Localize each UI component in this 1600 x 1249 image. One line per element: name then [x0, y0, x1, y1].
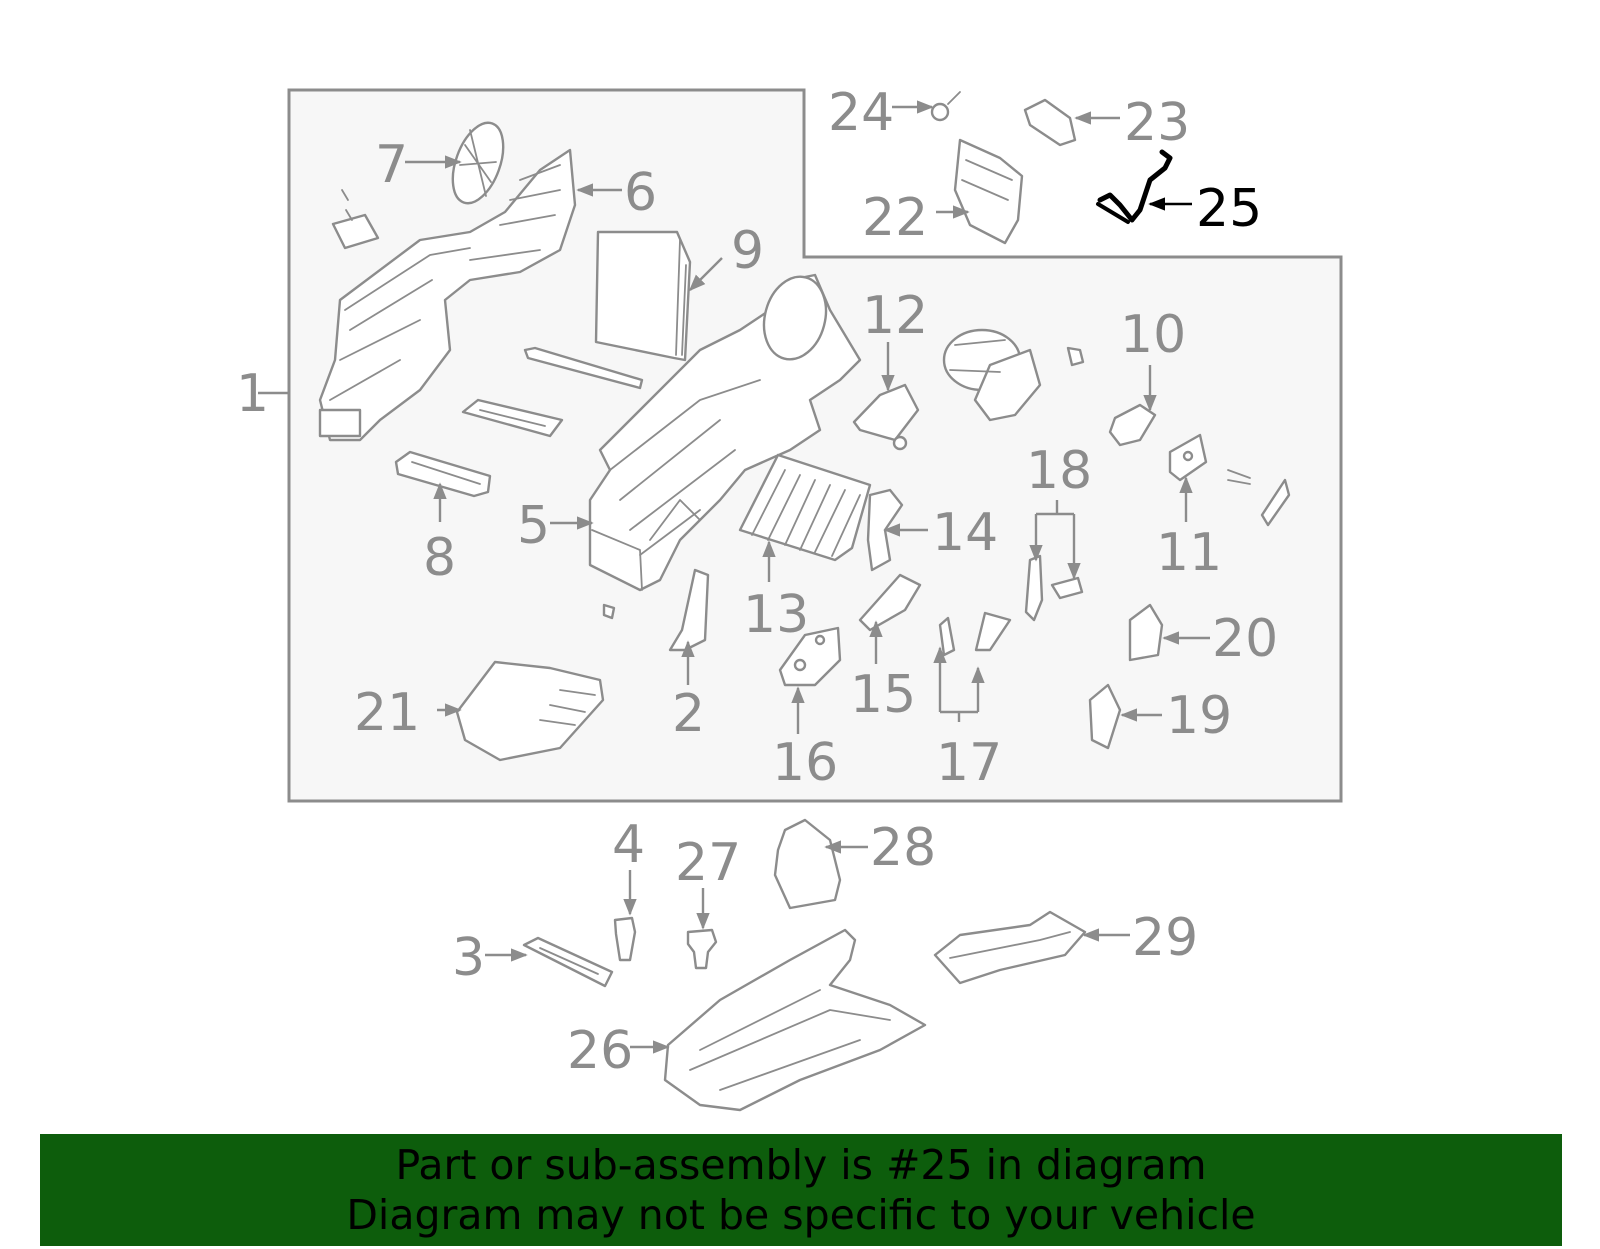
- part-actuator-small: [331, 189, 380, 250]
- callout-1: 1: [236, 364, 269, 424]
- callout-5: 5: [517, 496, 550, 556]
- part-12-sensor: [852, 383, 920, 451]
- part-3-bracket: [522, 936, 614, 988]
- callout-10: 10: [1120, 305, 1186, 365]
- callout-23: 23: [1124, 93, 1190, 153]
- part-17-pieces: [938, 611, 1012, 657]
- callout-13: 13: [743, 585, 809, 645]
- part-16-plate: [778, 626, 842, 687]
- callout-15: 15: [850, 665, 916, 725]
- callout-3: 3: [452, 928, 485, 988]
- callout-7: 7: [375, 135, 408, 195]
- callout-2: 2: [672, 684, 705, 744]
- part-clip-tiny: [602, 603, 616, 620]
- callout-20: 20: [1212, 609, 1278, 669]
- callout-27: 27: [675, 833, 741, 893]
- part-11-actuator: [1168, 433, 1208, 482]
- part-4-bolt: [613, 916, 637, 962]
- part-10-resistor: [1108, 403, 1157, 447]
- callout-12: 12: [862, 286, 928, 346]
- callout-14: 14: [932, 503, 998, 563]
- part-22-duct: [953, 138, 1024, 245]
- callout-29: 29: [1132, 908, 1198, 968]
- part-24-clip: [930, 91, 961, 122]
- callout-4: 4: [612, 815, 645, 875]
- assembly-panel: [287, 88, 1343, 803]
- part-13-heater-core: [738, 453, 872, 562]
- part-9-filter: [594, 230, 692, 362]
- part-21-module: [455, 660, 605, 762]
- part-clips-right: [1227, 469, 1291, 527]
- callout-18: 18: [1026, 441, 1092, 501]
- part-27-screw: [686, 928, 718, 970]
- part-screw-small: [1066, 346, 1085, 367]
- part-19-actuator: [1088, 683, 1122, 750]
- part-door-links: [461, 346, 644, 438]
- part-26-floor-duct: [663, 928, 927, 1112]
- part-6-housing: [318, 148, 577, 442]
- callout-16: 16: [772, 733, 838, 793]
- part-28-duct: [773, 818, 842, 910]
- part-23-grille: [1023, 98, 1077, 147]
- part-5-main-case: [588, 273, 862, 592]
- banner-line-2: Diagram may not be specific to your vehi…: [346, 1191, 1256, 1239]
- callout-21: 21: [354, 683, 420, 743]
- part-blower-motor: [942, 328, 1042, 422]
- part-8-door: [394, 450, 492, 498]
- info-banner: Part or sub-assembly is #25 in diagram D…: [40, 1134, 1562, 1246]
- callout-17: 17: [936, 733, 1002, 793]
- banner-line-1: Part or sub-assembly is #25 in diagram: [395, 1141, 1207, 1189]
- callout-26: 26: [567, 1021, 633, 1081]
- callout-8: 8: [423, 528, 456, 588]
- part-25-wire-harness: [1096, 149, 1173, 224]
- part-29-duct: [933, 910, 1087, 985]
- callout-19: 19: [1166, 686, 1232, 746]
- callout-6: 6: [624, 163, 657, 223]
- callout-22: 22: [862, 188, 928, 248]
- callout-24: 24: [828, 83, 894, 143]
- callout-9: 9: [731, 221, 764, 281]
- callout-28: 28: [870, 818, 936, 878]
- part-20-actuator: [1128, 603, 1164, 662]
- callout-25: 25: [1196, 179, 1262, 239]
- part-15-duct-piece: [858, 573, 922, 632]
- callout-11: 11: [1156, 523, 1222, 583]
